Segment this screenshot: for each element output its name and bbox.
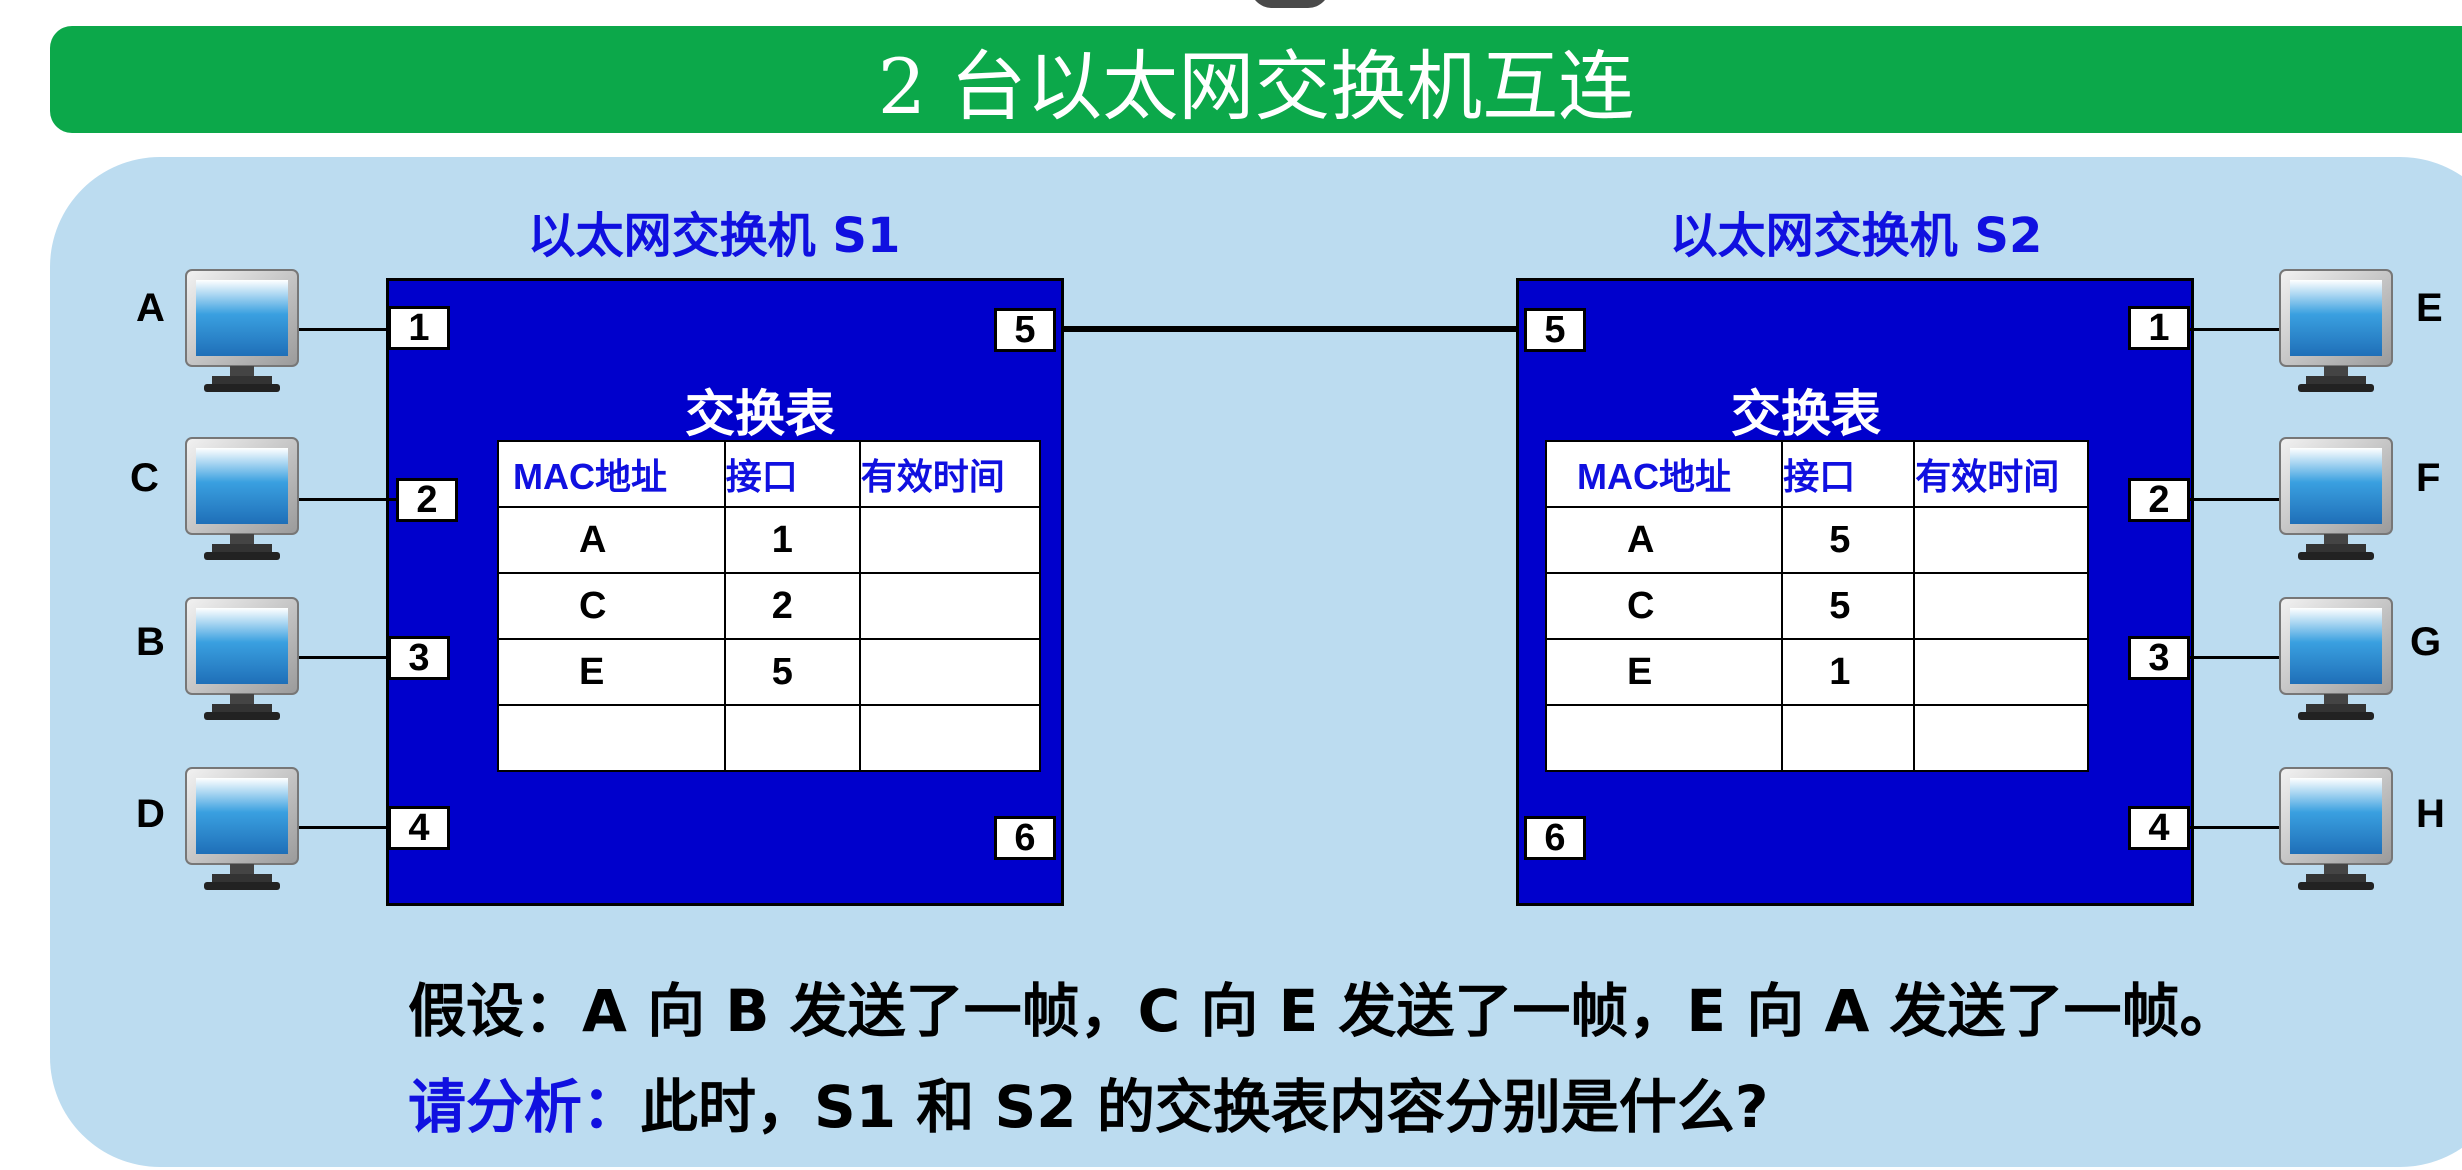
table-row: C 2: [497, 572, 1042, 640]
table-row: A 1: [497, 506, 1042, 574]
table-row: E 1: [1544, 638, 2089, 706]
s1-switch-table: MAC地址 接口 有效时间 A 1 C 2 E 5: [497, 440, 1042, 772]
port-cell: 5: [1781, 572, 1916, 640]
host-label-h: H: [2416, 792, 2445, 836]
port-cell: 1: [723, 506, 861, 574]
ttl-cell: [1913, 506, 2089, 574]
wire-e: [2190, 328, 2280, 331]
computer-icon: [2276, 764, 2396, 894]
port-cell: [1781, 704, 1916, 772]
computer-icon: [182, 434, 302, 564]
top-decoration: [1250, 0, 1330, 8]
ttl-cell: [858, 638, 1042, 706]
inter-switch-link: [1064, 326, 1516, 332]
prompt-line: 请分析：此时，S1 和 S2 的交换表内容分别是什么?: [408, 1060, 1769, 1144]
ttl-cell: [858, 506, 1042, 574]
s2-port-4: 4: [2128, 806, 2190, 850]
host-label-f: F: [2416, 456, 2441, 500]
port-cell: [723, 704, 861, 772]
mac-cell: C: [1544, 572, 1784, 640]
s1-port-4: 4: [388, 806, 450, 850]
computer-icon: [182, 594, 302, 724]
s2-port-1: 1: [2128, 306, 2190, 350]
ttl-cell: [1913, 638, 2089, 706]
page-title: 2 台以太网交换机互连: [877, 41, 1635, 131]
mac-cell: C: [497, 572, 726, 640]
ttl-cell: [1913, 572, 2089, 640]
mac-cell: E: [1544, 638, 1784, 706]
computer-icon: [2276, 266, 2396, 396]
wire-h: [2190, 826, 2280, 829]
header-port: 接口: [1781, 440, 1916, 508]
s2-port-5: 5: [1524, 308, 1586, 352]
prompt-text: 此时，S1 和 S2 的交换表内容分别是什么?: [640, 1073, 1769, 1141]
s2-port-2: 2: [2128, 478, 2190, 522]
mac-cell: [497, 704, 726, 772]
s2-table-title: 交换表: [1731, 384, 1881, 443]
table-row: [1544, 704, 2089, 772]
host-label-g: G: [2410, 620, 2442, 664]
wire-d: [298, 826, 388, 829]
table-header-row: MAC地址 接口 有效时间: [1544, 440, 2089, 508]
wire-a: [298, 328, 388, 331]
s2-port-6: 6: [1524, 816, 1586, 860]
computer-icon: [2276, 594, 2396, 724]
s2-port-3: 3: [2128, 636, 2190, 680]
host-label-c: C: [130, 456, 159, 500]
s1-port-5: 5: [994, 308, 1056, 352]
header-mac: MAC地址: [497, 440, 726, 508]
mac-cell: E: [497, 638, 726, 706]
switch-s2-title: 以太网交换机 S2: [1669, 208, 2043, 264]
host-label-e: E: [2416, 286, 2443, 330]
mac-cell: A: [1544, 506, 1784, 574]
wire-b: [298, 656, 388, 659]
s1-port-6: 6: [994, 816, 1056, 860]
computer-icon: [182, 266, 302, 396]
table-row: [497, 704, 1042, 772]
s2-switch-table: MAC地址 接口 有效时间 A 5 C 5 E 1: [1544, 440, 2089, 772]
port-cell: 5: [1781, 506, 1916, 574]
table-header-row: MAC地址 接口 有效时间: [497, 440, 1042, 508]
switch-s1-title: 以太网交换机 S1: [527, 208, 901, 264]
computer-icon: [182, 764, 302, 894]
wire-c: [298, 498, 396, 501]
port-cell: 2: [723, 572, 861, 640]
wire-g: [2190, 656, 2280, 659]
host-label-a: A: [136, 286, 165, 330]
computer-icon: [2276, 434, 2396, 564]
s1-port-3: 3: [388, 636, 450, 680]
port-cell: 5: [723, 638, 861, 706]
table-row: E 5: [497, 638, 1042, 706]
host-label-b: B: [136, 620, 165, 664]
prompt-label: 请分析：: [408, 1073, 641, 1141]
header-port: 接口: [723, 440, 861, 508]
ttl-cell: [858, 572, 1042, 640]
port-cell: 1: [1781, 638, 1916, 706]
mac-cell: [1544, 704, 1784, 772]
wire-f: [2190, 498, 2280, 501]
table-row: C 5: [1544, 572, 2089, 640]
ttl-cell: [858, 704, 1042, 772]
header-ttl: 有效时间: [858, 440, 1042, 508]
table-row: A 5: [1544, 506, 2089, 574]
ttl-cell: [1913, 704, 2089, 772]
header-mac: MAC地址: [1544, 440, 1784, 508]
s1-port-2: 2: [396, 478, 458, 522]
s1-port-1: 1: [388, 306, 450, 350]
title-bar: 2 台以太网交换机互连: [50, 26, 2462, 133]
host-label-d: D: [136, 792, 165, 836]
header-ttl: 有效时间: [1913, 440, 2089, 508]
mac-cell: A: [497, 506, 726, 574]
s1-table-title: 交换表: [685, 384, 835, 443]
question-text: 假设：A 向 B 发送了一帧，C 向 E 发送了一帧，E 向 A 发送了一帧。: [408, 977, 2238, 1045]
